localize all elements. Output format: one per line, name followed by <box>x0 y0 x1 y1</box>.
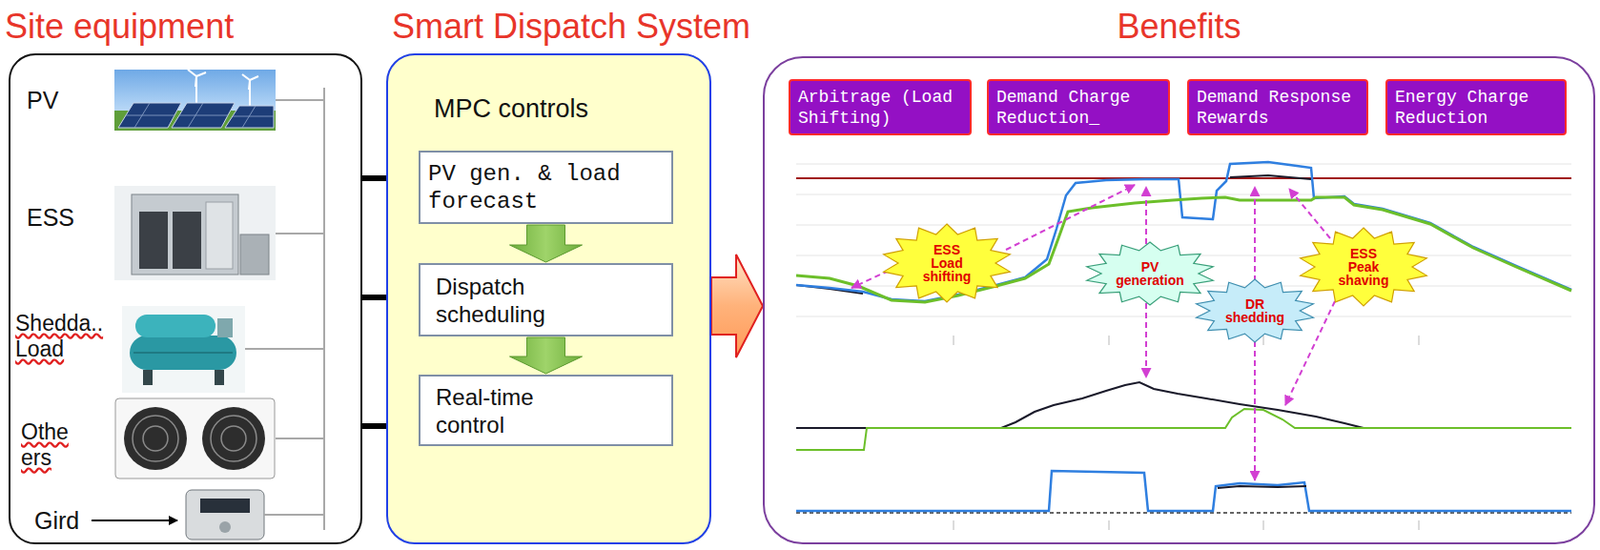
benefit-box: Demand Response Rewards <box>1187 79 1369 136</box>
chart-grid <box>796 164 1572 317</box>
process-label: Dispatch scheduling <box>428 272 608 329</box>
star-outline <box>1196 279 1314 343</box>
equipment-label: Othe ers <box>20 419 88 472</box>
blue-load-curve <box>796 162 1572 302</box>
callout-star: ESS Peak shaving <box>1296 225 1431 308</box>
text-holder: Othe ers <box>20 419 88 472</box>
benefit-label: Demand Response Rewards <box>1196 86 1352 129</box>
callout-star: DR shedding <box>1192 277 1317 345</box>
block-arrow <box>510 225 583 263</box>
chiller-photo <box>122 306 246 393</box>
callout-arrows <box>851 184 1335 481</box>
panel-heading: Smart Dispatch System <box>391 7 751 46</box>
star-outline <box>1087 242 1213 306</box>
dr-curve <box>796 471 1572 512</box>
star-label: ESS Load shifting <box>917 243 977 284</box>
text-holder: PV <box>26 85 59 115</box>
process-box: Dispatch scheduling <box>418 263 674 337</box>
star-outline <box>883 224 1011 303</box>
demand-limit-line <box>796 177 1572 180</box>
grid-arrow <box>91 519 178 522</box>
equipment-label: PV <box>26 85 59 115</box>
text-holder: Smart Dispatch System <box>391 7 751 46</box>
block-arrow <box>711 254 763 358</box>
callout-star: PV generation <box>1083 240 1217 308</box>
text-holder: Shedda.. Load <box>15 310 111 363</box>
process-label: Real-time control <box>428 383 579 439</box>
benefit-label: Arbitrage (Load Shifting) <box>798 86 953 129</box>
benefit-box: Demand Charge Reduction_ <box>986 79 1170 136</box>
panel-fill <box>386 53 712 545</box>
benefit-label: Energy Charge Reduction <box>1394 86 1550 129</box>
text-holder: ESS <box>26 203 75 232</box>
block-arrow <box>510 337 583 374</box>
panel-heading: Site equipment <box>4 7 234 46</box>
pv-curve <box>796 382 1572 429</box>
connector-bar <box>362 423 387 430</box>
benefit-box: Energy Charge Reduction <box>1385 79 1567 136</box>
baseline <box>796 512 1572 514</box>
panel-heading: Benefits <box>764 7 1594 46</box>
green-load-curve <box>796 197 1572 303</box>
benefits-panel: BenefitsArbitrage (Load Shifting)Demand … <box>762 56 1596 545</box>
benefit-label: Demand Charge Reduction_ <box>996 86 1151 129</box>
process-label: PV gen. & load forecast <box>428 160 657 216</box>
text-holder: Gird <box>34 506 80 535</box>
section-heading: MPC controls <box>433 93 589 124</box>
black-peak-curve <box>1230 175 1312 180</box>
text-holder: Site equipment <box>4 7 234 46</box>
axis-ticks <box>953 335 1419 531</box>
equipment-label: Gird <box>34 506 80 535</box>
dispatch-panel: Smart Dispatch SystemMPC controlsPV gen.… <box>386 53 712 545</box>
star-label: ESS Peak shaving <box>1333 246 1394 288</box>
ess-photo <box>114 185 276 281</box>
star-label: PV generation <box>1107 260 1193 288</box>
text-holder: Benefits <box>764 7 1594 46</box>
equipment-label: Shedda.. Load <box>15 310 111 363</box>
ac-unit-photo <box>115 398 275 479</box>
callout-star: ESS Load shifting <box>880 222 1014 305</box>
dr-black-curve <box>1217 486 1307 489</box>
meter-photo <box>185 490 265 540</box>
benefit-box: Arbitrage (Load Shifting) <box>788 79 972 136</box>
equipment-label: ESS <box>26 203 75 232</box>
star-label: DR shedding <box>1219 297 1292 325</box>
text-holder: MPC controls <box>433 93 589 124</box>
process-box: Real-time control <box>418 374 674 447</box>
equipment-panel: Site equipmentPVESSShedda.. LoadOthe ers… <box>8 53 363 545</box>
star-outline <box>1300 227 1428 307</box>
bus-wiring <box>245 87 325 531</box>
connector-bar <box>362 294 387 301</box>
connector-bar <box>362 175 387 182</box>
process-box: PV gen. & load forecast <box>418 150 674 225</box>
ess-discharge-curve <box>796 409 1572 451</box>
pv-photo <box>114 69 276 131</box>
